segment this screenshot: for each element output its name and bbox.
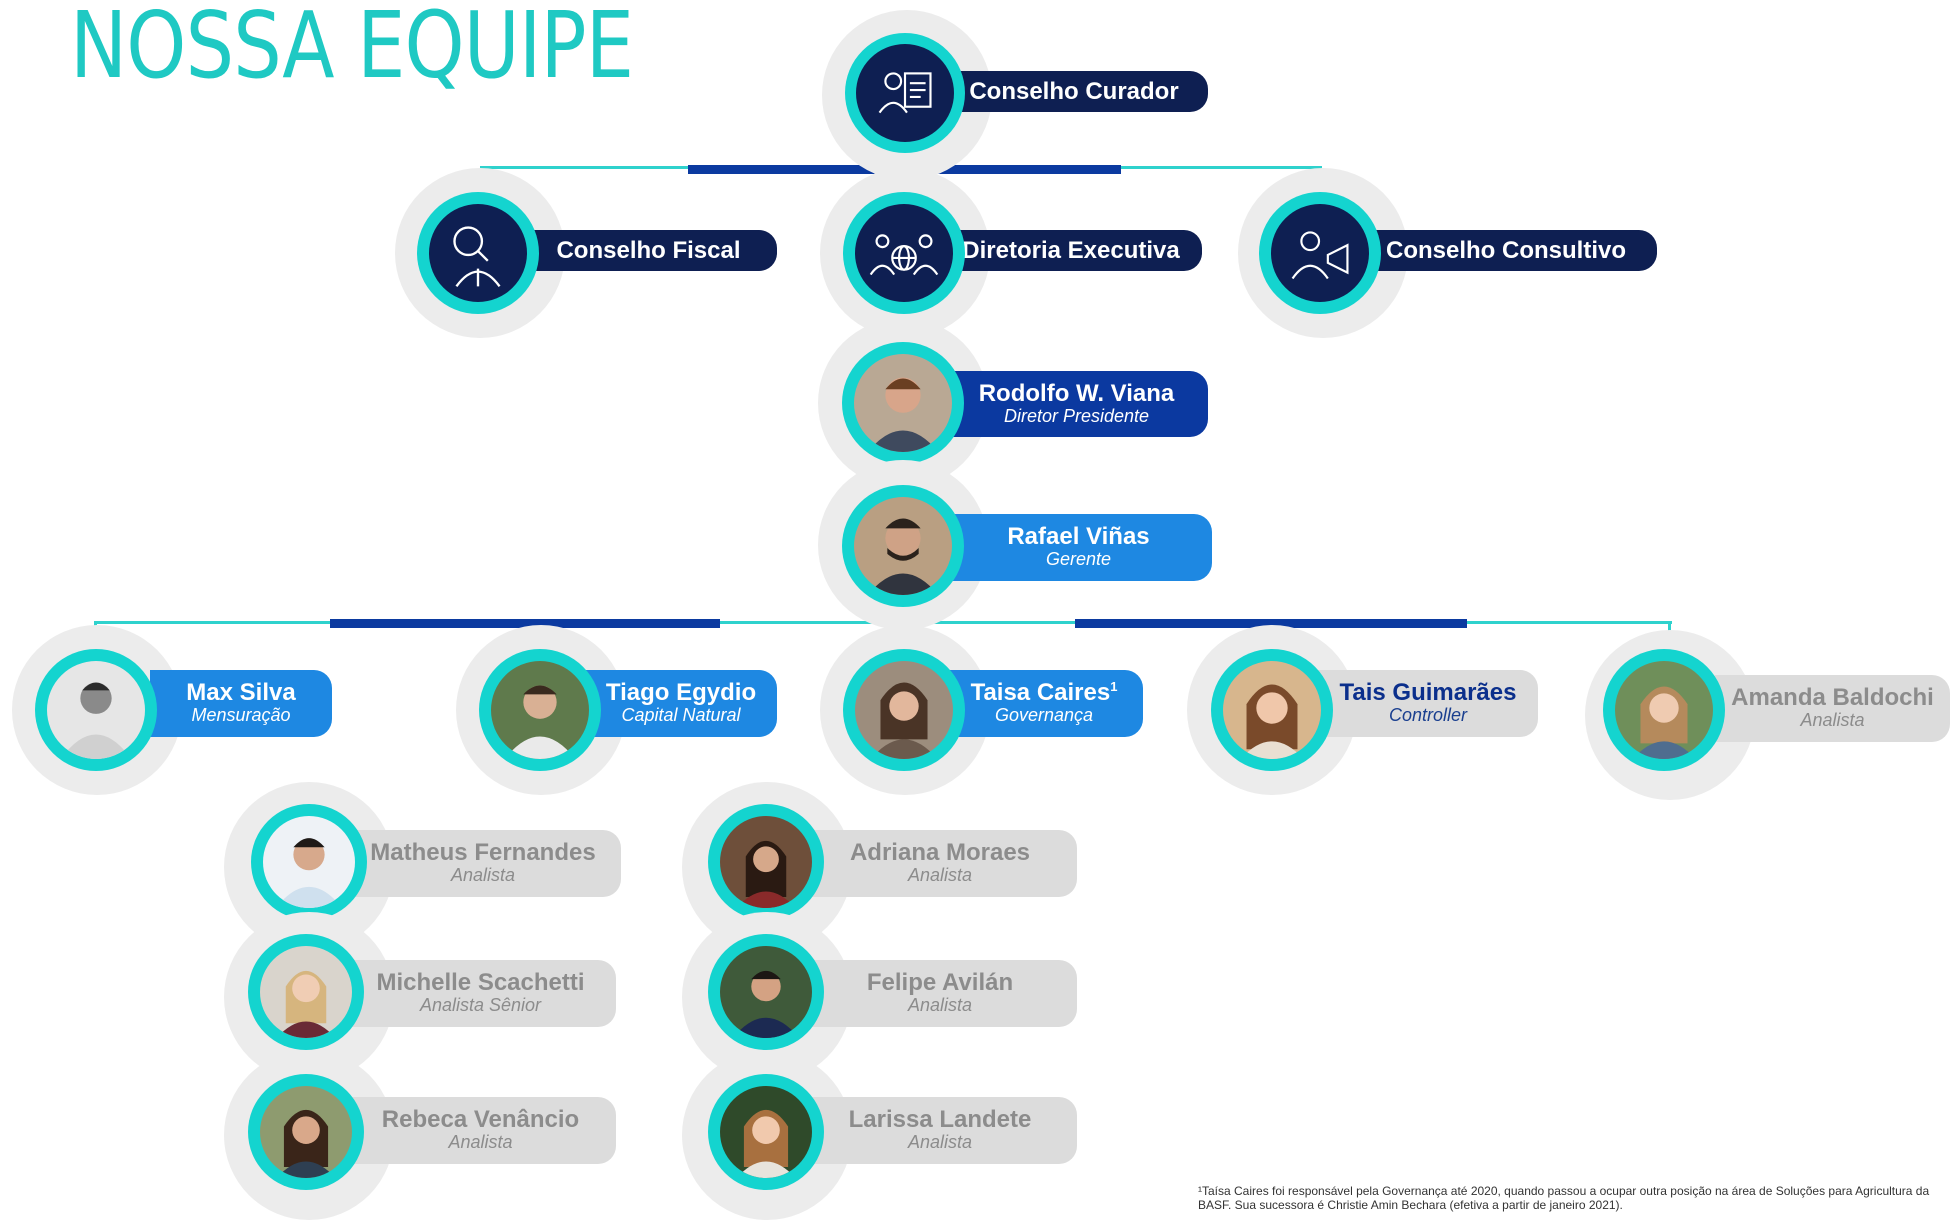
connector-bar [1075,619,1467,628]
connector-bar [330,619,720,628]
board-label-diretoria: Diretoria Executiva [940,230,1202,271]
avatar [855,661,953,759]
footnote: ¹Taísa Caires foi responsável pela Gover… [1198,1184,1930,1212]
document-people-icon [856,44,954,142]
avatar [260,946,352,1038]
board-label-consultivo: Conselho Consultivo [1355,230,1657,271]
board-label-fiscal: Conselho Fiscal [520,230,777,271]
avatar [47,661,145,759]
avatar [1223,661,1321,759]
board-label-curador: Conselho Curador [940,71,1208,112]
avatar [1615,661,1713,759]
avatar [263,816,355,908]
avatar [260,1086,352,1178]
globe-team-icon [855,204,953,302]
avatar [720,1086,812,1178]
page-title: NOSSA EQUIPE [70,0,634,99]
megaphone-person-icon [1271,204,1369,302]
avatar [854,354,952,452]
avatar [720,946,812,1038]
avatar [491,661,589,759]
avatar [720,816,812,908]
magnifier-person-icon [429,204,527,302]
avatar [854,497,952,595]
